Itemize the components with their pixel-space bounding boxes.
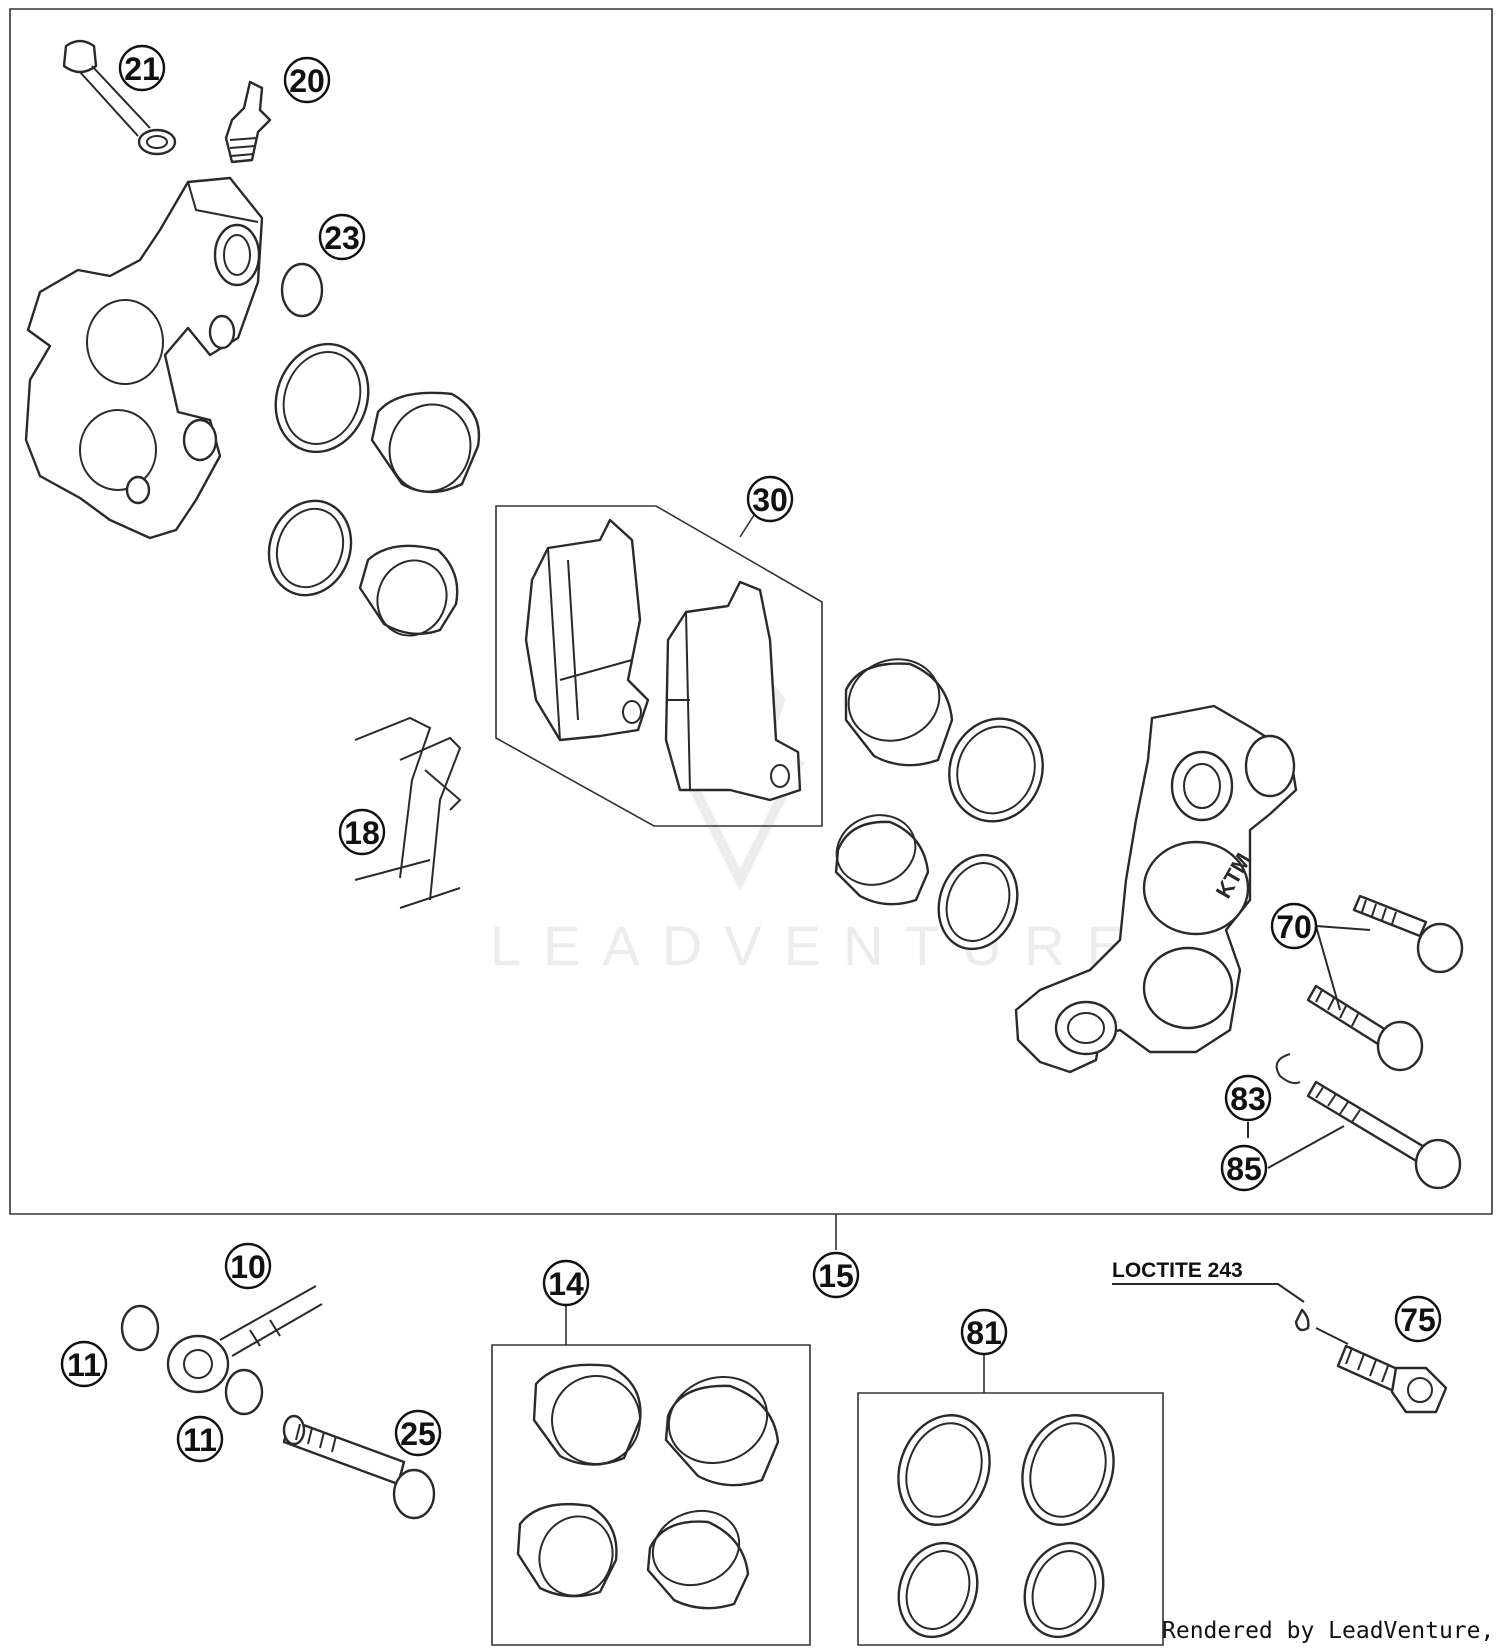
mounting-screw [1315, 1327, 1448, 1414]
callout-11-upper: 11 [60, 1340, 108, 1388]
thread-locker-drop [1294, 1308, 1310, 1332]
svg-text:25: 25 [400, 1416, 436, 1452]
seal-kit-frame [857, 1392, 1164, 1646]
callout-70: 70 [1270, 902, 1318, 950]
callout-30: 30 [746, 475, 794, 523]
seal-ring-lower-right [937, 853, 1019, 951]
svg-text:23: 23 [324, 220, 360, 256]
brake-pad-front [524, 518, 650, 742]
piston-upper-left [370, 391, 481, 494]
svg-text:18: 18 [344, 815, 380, 851]
svg-text:11: 11 [183, 1422, 217, 1458]
loctite-note: LOCTITE 243 [1112, 1259, 1310, 1332]
brake-pad-rear [664, 580, 802, 802]
svg-text:21: 21 [124, 51, 160, 87]
piston-lower-right [834, 814, 930, 906]
callout-85: 85 [1220, 1144, 1268, 1192]
pad-spring [354, 716, 462, 909]
svg-text:11: 11 [67, 1347, 101, 1383]
callout-15: 15 [812, 1251, 860, 1299]
leadventure-watermark: LEADVENTURE [490, 641, 1146, 977]
seal-kit-ring-2 [1021, 1414, 1115, 1526]
leader-line-70 [1315, 925, 1371, 1011]
callout-21: 21 [118, 44, 166, 92]
svg-text:30: 30 [752, 482, 788, 518]
seal-kit-ring-1 [897, 1414, 991, 1526]
seal-kit-ring-4 [1023, 1541, 1105, 1639]
washer-lower [224, 1368, 264, 1416]
brake-line-banjo [166, 1285, 323, 1394]
svg-text:14: 14 [548, 1266, 584, 1302]
seal-ring-lower-left [267, 499, 353, 597]
svg-text:70: 70 [1276, 909, 1312, 945]
callout-14: 14 [542, 1259, 590, 1307]
svg-text:85: 85 [1226, 1151, 1262, 1187]
watermark-text: LEADVENTURE [490, 914, 1146, 977]
piston-lower-left [358, 544, 459, 637]
callout-81: 81 [960, 1308, 1008, 1356]
washer-upper [120, 1304, 160, 1352]
caliper-bolt-lower [1306, 984, 1424, 1072]
seal-ring-upper-right [948, 717, 1044, 823]
callout-10: 10 [224, 1242, 272, 1290]
piston-kit-item-2 [664, 1375, 780, 1487]
svg-text:10: 10 [230, 1249, 266, 1285]
bleeder-screw [224, 80, 272, 164]
seal-kit-ring-3 [897, 1541, 979, 1639]
pad-pin [1306, 1080, 1462, 1190]
pad-set-frame [495, 505, 823, 827]
leader-line-85 [1267, 1125, 1345, 1169]
retaining-clip [1275, 1053, 1301, 1085]
caliper-bolt-upper [1352, 894, 1464, 974]
callout-25: 25 [394, 1409, 442, 1457]
footer-credit: Rendered by LeadVenture, Inc. [1162, 1618, 1500, 1644]
piston-kit-frame [491, 1344, 811, 1646]
callout-23: 23 [318, 213, 366, 261]
loctite-label: LOCTITE 243 [1112, 1259, 1243, 1282]
piston-kit-item-1 [532, 1363, 642, 1466]
callout-20: 20 [283, 56, 331, 104]
piston-upper-right [844, 658, 954, 767]
callout-11-lower: 11 [176, 1415, 224, 1463]
o-ring-small [280, 262, 324, 318]
svg-text:81: 81 [966, 1315, 1002, 1351]
assembly-frame [9, 8, 1493, 1215]
banjo-bolt [282, 1414, 436, 1520]
caliper-left-half [24, 176, 264, 540]
bleeder-cap [62, 39, 177, 156]
seal-ring-upper-left [274, 342, 370, 454]
piston-kit-item-4 [646, 1509, 750, 1610]
callout-75: 75 [1394, 1295, 1442, 1343]
svg-text:75: 75 [1400, 1302, 1436, 1338]
callout-18: 18 [338, 808, 386, 856]
svg-text:20: 20 [289, 63, 325, 99]
piston-kit-item-3 [516, 1502, 618, 1598]
svg-text:83: 83 [1230, 1081, 1266, 1117]
svg-text:15: 15 [818, 1258, 854, 1294]
leader-line-30 [739, 511, 757, 538]
caliper-right-half: KTM [1014, 704, 1298, 1074]
callout-83: 83 [1224, 1074, 1272, 1122]
